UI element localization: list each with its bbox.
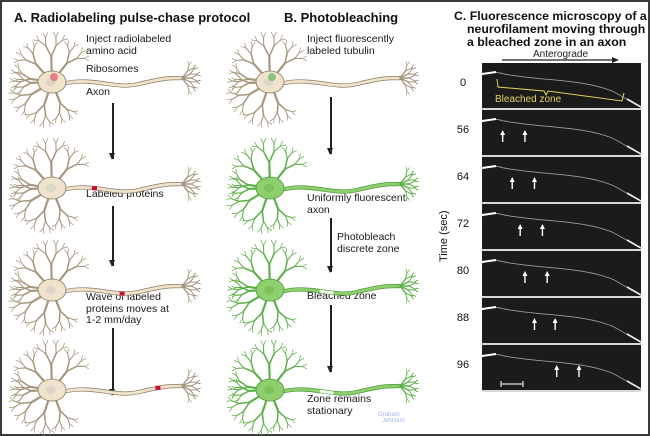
microscopy-frame	[482, 110, 641, 157]
label-line: Inject fluorescently	[307, 33, 394, 45]
arrow-down	[327, 218, 333, 273]
label-uniformly-fluorescent: Uniformly fluorescent axon	[307, 192, 406, 216]
arrow-up-icon	[552, 318, 558, 330]
watermark: Graham Johnson	[378, 412, 405, 424]
title-line: neurofilament moving through	[467, 22, 646, 36]
label-wave: Wave of labeled proteins moves at 1-2 mm…	[86, 291, 169, 327]
label-line: amino acid	[86, 44, 137, 57]
label-line: labeled tubulin	[307, 44, 375, 57]
microscopy-frame	[482, 345, 641, 392]
time-label: 96	[456, 359, 470, 371]
radiolabel-marker	[155, 385, 161, 390]
label-line: stationary	[307, 404, 353, 417]
arrow-down	[109, 206, 115, 267]
label-inject-radiolabeled: Inject radiolabeled amino acid	[86, 33, 172, 57]
arrow-up-icon	[522, 271, 528, 283]
bleached-zone-label: Bleached zone	[495, 94, 562, 105]
arrow-down	[327, 97, 333, 155]
arrow-up-icon	[531, 177, 537, 189]
arrow-up-icon	[517, 224, 523, 236]
label-ribosomes: Ribosomes	[86, 63, 139, 75]
label-line: discrete zone	[337, 242, 400, 255]
radiolabel-marker	[119, 291, 125, 296]
arrow-up-icon	[509, 177, 515, 189]
arrow-up-icon	[576, 365, 582, 377]
microscopy-frame	[482, 157, 641, 204]
time-label: 80	[456, 265, 470, 277]
watermark-line: Johnson	[382, 418, 405, 424]
radiolabel-marker	[91, 186, 97, 191]
label-axon: Axon	[86, 86, 110, 98]
label-line: axon	[307, 203, 330, 216]
panel-b-title: B. Photobleaching	[284, 10, 399, 25]
label-photobleach: Photobleach discrete zone	[337, 231, 400, 255]
label-line: 1-2 mm/day	[86, 314, 142, 326]
time-label: 88	[456, 312, 470, 324]
neuron	[226, 137, 420, 234]
neuron	[8, 239, 202, 336]
label-line: Uniformly fluorescent	[307, 192, 406, 204]
anterograde-arrow	[502, 57, 619, 63]
panel-c-title: C. Fluorescence microscopy of a neurofil…	[454, 10, 647, 49]
microscopy-frame	[482, 251, 641, 298]
title-line: a bleached zone in an axon	[467, 35, 627, 49]
time-label: 64	[456, 171, 470, 183]
bleached-zone-brace	[496, 78, 625, 102]
neuron	[226, 31, 420, 128]
microscopy-frame	[482, 298, 641, 345]
label-labeled-proteins: Labeled proteins	[86, 188, 164, 200]
microscopy-frame: Bleached zone	[482, 63, 641, 110]
neuron	[226, 239, 420, 336]
label-bleached-zone: Bleached zone	[307, 290, 377, 302]
label-line: Wave of labeled	[86, 291, 161, 303]
arrow-up-icon	[531, 318, 537, 330]
arrow-up-icon	[539, 224, 545, 236]
label-inject-tubulin: Inject fluorescently labeled tubulin	[307, 33, 394, 57]
anterograde-label: Anterograde	[533, 49, 589, 60]
label-line: Photobleach	[337, 231, 396, 243]
panel-a-title: A. Radiolabeling pulse-chase protocol	[14, 10, 251, 25]
arrow-up-icon	[522, 130, 528, 142]
arrow-down	[327, 305, 333, 373]
time-label: 72	[456, 218, 470, 230]
arrow-up-icon	[554, 365, 560, 377]
time-label: 56	[456, 124, 470, 136]
label-line: proteins moves at	[86, 302, 169, 315]
title-line: C. Fluorescence microscopy of a	[454, 9, 647, 23]
neuron	[8, 137, 202, 234]
neuron	[8, 339, 202, 436]
scale-bar	[500, 381, 524, 387]
microscopy-frame	[482, 204, 641, 251]
label-line: Zone remains	[307, 393, 372, 405]
neuron	[8, 31, 202, 128]
label-line: Inject radiolabeled	[86, 33, 172, 45]
arrow-down	[109, 103, 115, 160]
arrow-up-icon	[544, 271, 550, 283]
neuron	[226, 339, 420, 436]
time-label: 0	[459, 77, 467, 89]
watermark-line: Graham	[378, 412, 400, 418]
label-zone-stationary: Zone remains stationary	[307, 393, 372, 417]
arrow-up-icon	[500, 130, 506, 142]
